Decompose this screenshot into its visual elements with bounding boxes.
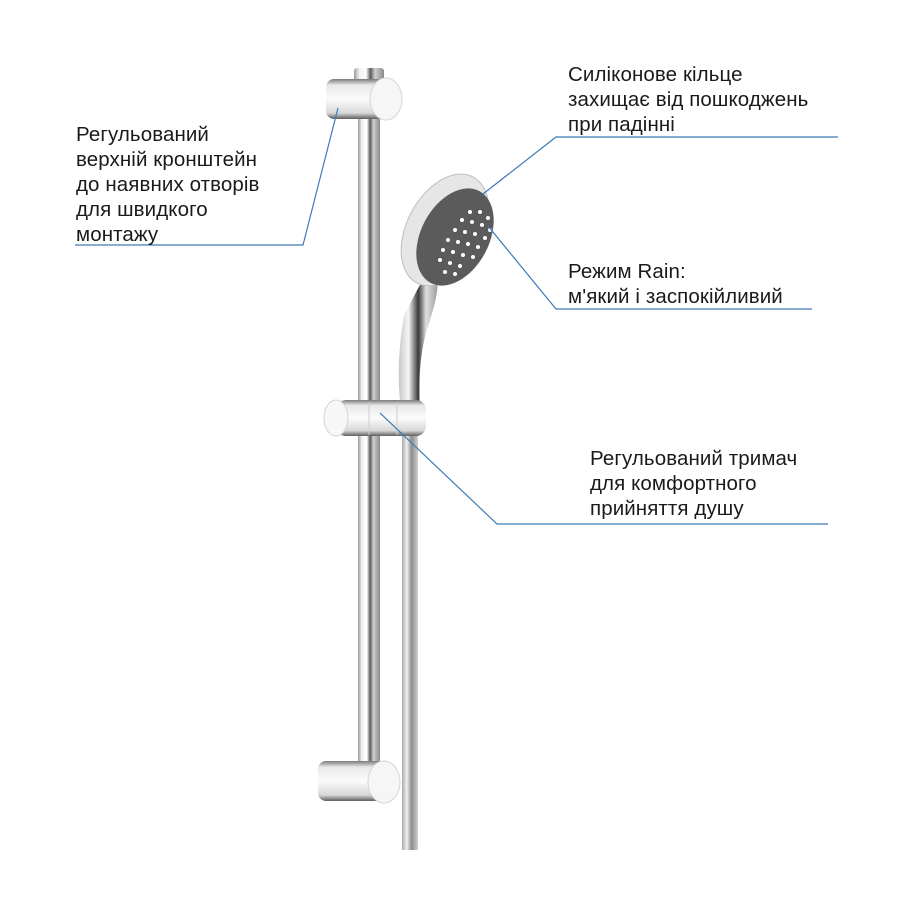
top-bracket xyxy=(326,68,403,121)
callout-line: м'який і заспокійливий xyxy=(568,285,783,308)
leader-rain-mode xyxy=(487,225,812,310)
leader-top-bracket xyxy=(75,107,339,246)
callout-line: до наявних отворів xyxy=(76,173,260,196)
callout-line: захищає від пошкоджень xyxy=(568,88,809,111)
callout-line: Регульований тримач xyxy=(590,447,798,470)
callout-line: для комфортного xyxy=(590,472,757,495)
spray-nozzles xyxy=(438,210,492,276)
leader-lines xyxy=(75,107,838,525)
callout-line: при падінні xyxy=(568,113,675,136)
slider-holder xyxy=(323,399,426,437)
callout-line: Регульований xyxy=(76,123,209,146)
callout-line: прийняття душу xyxy=(590,497,744,520)
callout-top-bracket: Регульований верхній кронштейн до наявни… xyxy=(76,122,260,247)
hand-shower xyxy=(398,173,494,420)
leader-silicone-ring xyxy=(482,136,838,195)
hose xyxy=(402,420,418,850)
callout-line: монтажу xyxy=(76,223,159,246)
callout-line: Режим Rain: xyxy=(568,260,686,283)
callout-rain-mode: Режим Rain: м'який і заспокійливий xyxy=(568,259,783,309)
callout-holder: Регульований тримач для комфортного прий… xyxy=(590,446,797,521)
callout-line: верхній кронштейн xyxy=(76,148,258,171)
callout-line: Силіконове кільце xyxy=(568,63,743,86)
callout-line: для швидкого xyxy=(76,198,208,221)
rail xyxy=(358,90,380,790)
leader-holder xyxy=(379,412,828,525)
bottom-bracket xyxy=(318,760,401,804)
callout-silicone-ring: Силіконове кільце захищає від пошкоджень… xyxy=(568,62,808,137)
